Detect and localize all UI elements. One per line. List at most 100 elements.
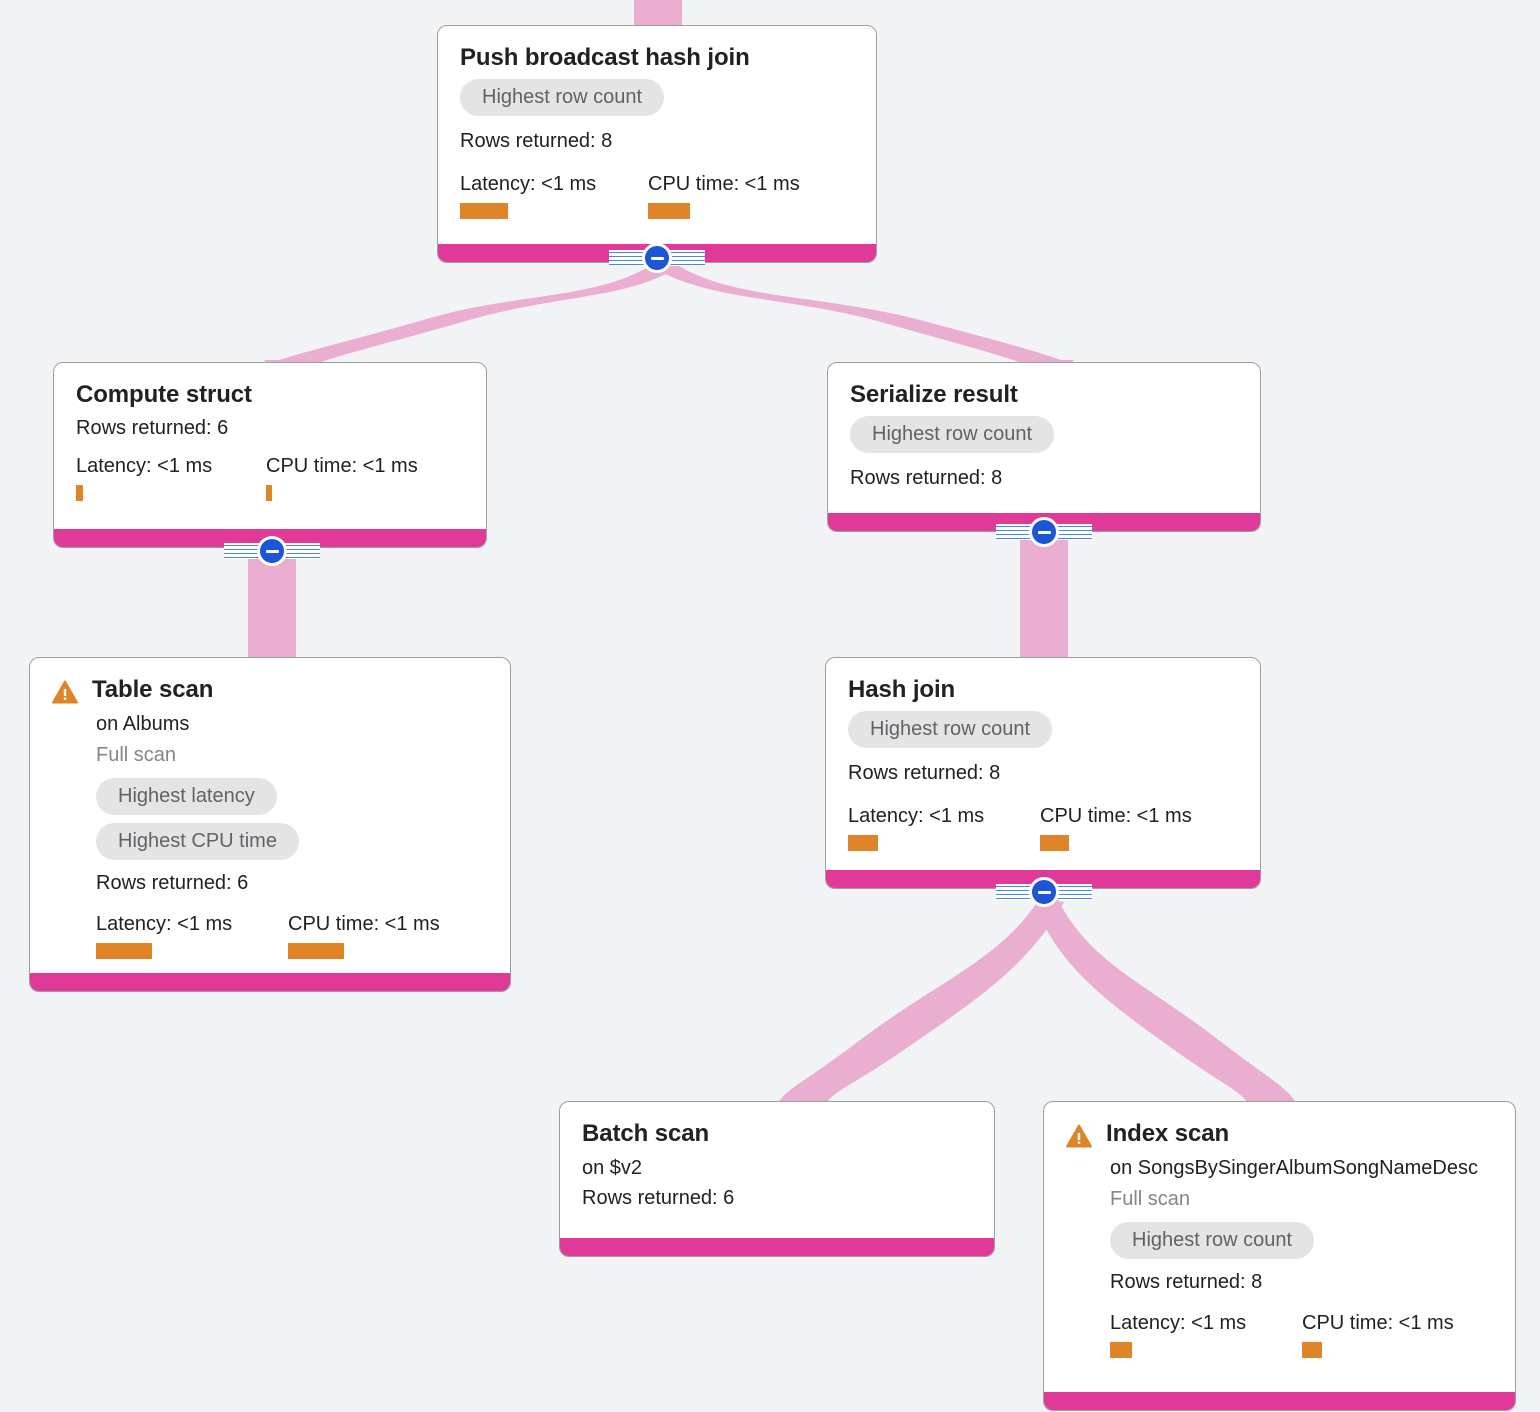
rows-returned: Rows returned: 6 <box>76 416 229 439</box>
status-badge: Highest row count <box>1110 1222 1315 1259</box>
metric-latency-bar <box>1110 1342 1132 1358</box>
status-badge-latency: Highest latency <box>96 778 277 815</box>
node-header: Table scan <box>52 676 488 709</box>
node-footer-bar <box>1044 1392 1515 1410</box>
collapse-toggle-hash-join[interactable] <box>996 876 1092 908</box>
warning-icon <box>1066 1124 1092 1153</box>
metrics: Latency: <1 ms CPU time: <1 ms <box>460 172 854 219</box>
metric-cpu-bar <box>648 202 690 219</box>
badge-list: Highest row count <box>1110 1217 1497 1259</box>
metric-cpu-label: CPU time: <1 ms <box>288 913 440 935</box>
metric-latency: Latency: <1 ms <box>460 172 648 219</box>
metric-latency-bar <box>460 202 508 219</box>
badge-list: Highest row count <box>460 72 854 119</box>
node-table-scan[interactable]: Table scan on Albums Full scan Highest l… <box>29 657 511 992</box>
node-subtitle: on SongsBySingerAlbumSongNameDesc <box>1110 1157 1478 1179</box>
rows-returned: Rows returned: 8 <box>850 466 1003 489</box>
metric-latency-bar <box>848 834 878 851</box>
metric-cpu-bar <box>288 943 344 959</box>
node-body: Compute struct Rows returned: 6 Latency:… <box>54 363 486 529</box>
node-header: Batch scan <box>582 1120 972 1148</box>
metric-cpu: CPU time: <1 ms <box>1302 1311 1454 1358</box>
rows-returned: Rows returned: 6 <box>96 872 249 894</box>
node-scan-type: Full scan <box>96 744 177 766</box>
node-body: Table scan on Albums Full scan Highest l… <box>30 658 510 973</box>
node-title: Serialize result <box>850 381 1018 408</box>
metric-latency: Latency: <1 ms <box>1110 1311 1302 1358</box>
metrics: Latency: <1 ms CPU time: <1 ms <box>848 804 1238 851</box>
node-header: Hash join <box>848 676 1238 704</box>
node-header: Index scan <box>1066 1120 1497 1153</box>
minus-icon[interactable] <box>642 243 672 273</box>
rows-returned: Rows returned: 8 <box>848 761 1001 784</box>
metric-latency-label: Latency: <1 ms <box>848 804 985 827</box>
node-header: Push broadcast hash join <box>460 44 854 72</box>
metric-cpu-bar <box>1302 1342 1322 1358</box>
collapse-toggle-compute-struct[interactable] <box>224 535 320 567</box>
node-header: Compute struct <box>76 381 464 409</box>
metric-latency: Latency: <1 ms <box>96 912 288 959</box>
node-body: Push broadcast hash join Highest row cou… <box>438 26 876 244</box>
collapse-toggle-push-broadcast-hash-join[interactable] <box>609 242 705 274</box>
node-detail: on Albums Full scan Highest latency High… <box>52 709 488 959</box>
node-body: Batch scan on $v2 Rows returned: 6 <box>560 1102 994 1238</box>
metric-cpu-label: CPU time: <1 ms <box>648 172 800 195</box>
node-header: Serialize result <box>850 381 1238 409</box>
edge-serialize-result-to-hash-join <box>1020 534 1068 666</box>
metric-cpu-label: CPU time: <1 ms <box>266 454 418 477</box>
badge-list: Highest row count <box>848 704 1238 751</box>
metric-cpu-bar <box>266 484 272 501</box>
minus-icon[interactable] <box>1029 877 1059 907</box>
node-footer-bar <box>30 973 510 991</box>
edge-compute-struct-to-table-scan <box>248 552 296 666</box>
metric-latency-label: Latency: <1 ms <box>460 172 597 195</box>
node-subtitle: on $v2 <box>582 1156 643 1179</box>
node-title: Batch scan <box>582 1120 710 1147</box>
edge-hash-join-to-batch-scan <box>776 898 1064 1108</box>
metrics: Latency: <1 ms CPU time: <1 ms <box>1110 1311 1497 1358</box>
badge-list: Highest latency Highest CPU time <box>96 773 488 860</box>
edge-push-broadcast-hash-join-to-compute-struct <box>262 262 680 366</box>
node-index-scan[interactable]: Index scan on SongsBySingerAlbumSongName… <box>1043 1101 1516 1411</box>
node-serialize-result[interactable]: Serialize result Highest row count Rows … <box>827 362 1261 532</box>
rows-returned: Rows returned: 8 <box>1110 1271 1263 1293</box>
collapse-toggle-serialize-result[interactable] <box>996 516 1092 548</box>
node-scan-type: Full scan <box>1110 1188 1191 1210</box>
node-title: Push broadcast hash join <box>460 44 750 71</box>
node-body: Hash join Highest row count Rows returne… <box>826 658 1260 870</box>
metric-cpu: CPU time: <1 ms <box>1040 804 1192 851</box>
metric-cpu: CPU time: <1 ms <box>266 454 418 501</box>
edge-hash-join-to-index-scan <box>1034 900 1298 1108</box>
metric-latency-bar <box>76 484 83 501</box>
node-title: Compute struct <box>76 381 252 408</box>
node-batch-scan[interactable]: Batch scan on $v2 Rows returned: 6 <box>559 1101 995 1257</box>
metric-latency-label: Latency: <1 ms <box>76 454 213 477</box>
minus-icon[interactable] <box>257 536 287 566</box>
node-title: Hash join <box>848 676 956 703</box>
metrics: Latency: <1 ms CPU time: <1 ms <box>96 912 488 959</box>
node-body: Serialize result Highest row count Rows … <box>828 363 1260 513</box>
node-footer-bar <box>560 1238 994 1256</box>
metric-cpu-label: CPU time: <1 ms <box>1302 1312 1454 1334</box>
metric-latency-bar <box>96 943 152 959</box>
metric-latency: Latency: <1 ms <box>76 454 266 501</box>
badge-list: Highest row count <box>850 409 1238 456</box>
metric-cpu-bar <box>1040 834 1069 851</box>
status-badge: Highest row count <box>850 415 1055 453</box>
node-compute-struct[interactable]: Compute struct Rows returned: 6 Latency:… <box>53 362 487 548</box>
node-title: Table scan <box>92 676 214 703</box>
metric-cpu-label: CPU time: <1 ms <box>1040 804 1192 827</box>
metric-cpu: CPU time: <1 ms <box>648 172 800 219</box>
metrics: Latency: <1 ms CPU time: <1 ms <box>76 454 464 501</box>
node-body: Index scan on SongsBySingerAlbumSongName… <box>1044 1102 1515 1392</box>
node-title: Index scan <box>1106 1120 1230 1147</box>
minus-icon[interactable] <box>1029 517 1059 547</box>
node-detail: on SongsBySingerAlbumSongNameDesc Full s… <box>1066 1153 1497 1358</box>
node-push-broadcast-hash-join[interactable]: Push broadcast hash join Highest row cou… <box>437 25 877 263</box>
metric-latency: Latency: <1 ms <box>848 804 1040 851</box>
node-hash-join[interactable]: Hash join Highest row count Rows returne… <box>825 657 1261 889</box>
edge-push-broadcast-hash-join-to-serialize-result <box>654 264 1078 366</box>
node-subtitle: on Albums <box>96 713 190 735</box>
status-badge-cpu: Highest CPU time <box>96 823 299 860</box>
